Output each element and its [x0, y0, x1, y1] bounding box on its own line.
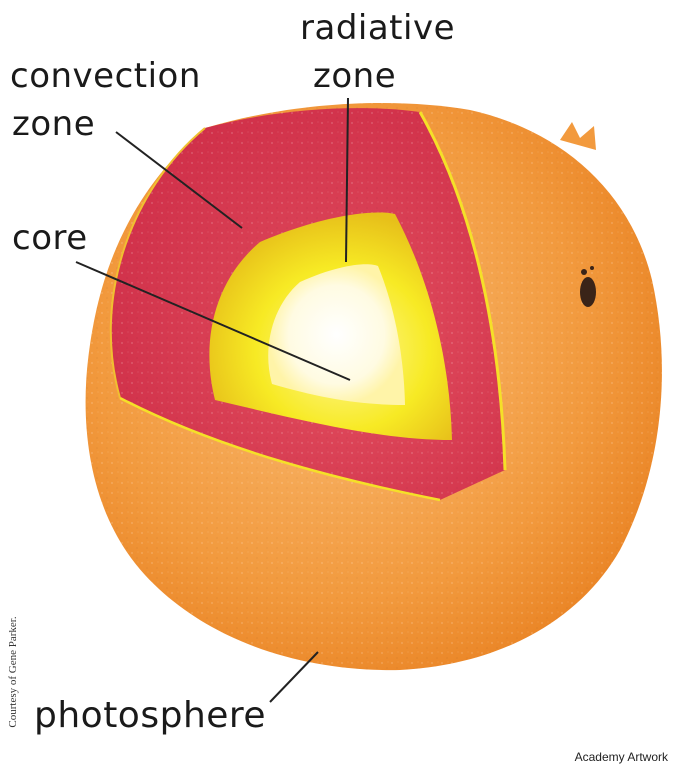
photosphere-leader-line	[270, 652, 318, 702]
core-label: core	[12, 218, 88, 258]
radiative-zone-label-line1: radiative	[300, 8, 455, 48]
photosphere-label: photosphere	[34, 696, 266, 736]
image-credit: Courtesy of Gene Parker.	[7, 597, 19, 747]
radiative-zone-label-line2: zone	[313, 56, 396, 96]
watermark: Academy Artwork	[575, 750, 668, 764]
convection-zone-label-line1: convection	[10, 56, 201, 96]
convection-zone-label-line2: zone	[12, 104, 95, 144]
